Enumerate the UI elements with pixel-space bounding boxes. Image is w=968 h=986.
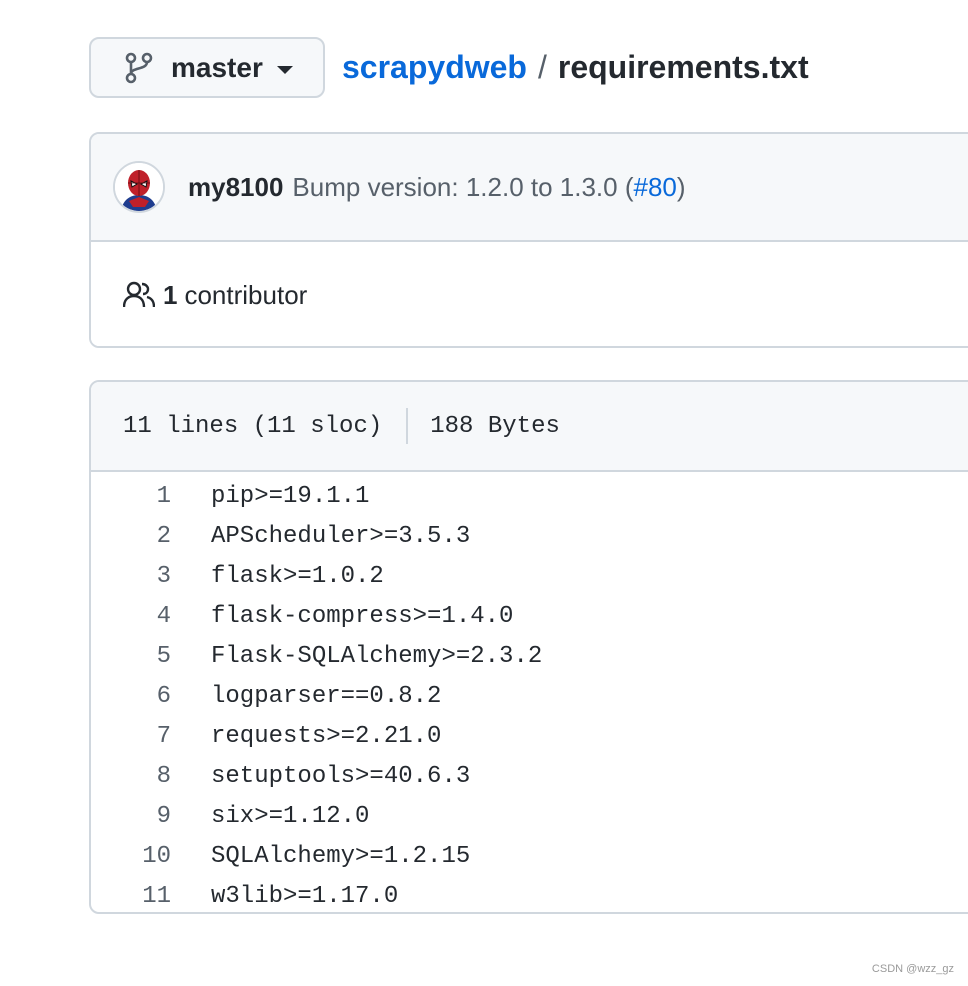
file-line-count: 11 lines (11 sloc): [123, 412, 383, 440]
latest-commit-box: my8100 Bump version: 1.2.0 to 1.3.0 (#80…: [89, 132, 968, 348]
code-line: 4 flask-compress>=1.4.0: [91, 596, 968, 636]
line-content: flask>=1.0.2: [211, 562, 384, 590]
code-line: 5 Flask-SQLAlchemy>=2.3.2: [91, 636, 968, 676]
git-branch-icon: [124, 52, 154, 84]
branch-name: master: [171, 51, 263, 83]
code-line: 9 six>=1.12.0: [91, 796, 968, 836]
breadcrumb-repo-link[interactable]: scrapydweb: [342, 49, 527, 85]
commit-author-link[interactable]: my8100: [188, 171, 284, 202]
file-size: 188 Bytes: [430, 412, 560, 440]
commit-row: my8100 Bump version: 1.2.0 to 1.3.0 (#80…: [91, 134, 968, 242]
code-body: 1 pip>=19.1.1 2 APScheduler>=3.5.3 3 flask>…: [91, 472, 968, 912]
line-content: APScheduler>=3.5.3: [211, 522, 471, 550]
line-number[interactable]: 8: [156, 762, 171, 790]
line-content: w3lib>=1.17.0: [211, 882, 399, 910]
code-line: 11 w3lib>=1.17.0: [91, 876, 968, 912]
breadcrumb: scrapydweb / requirements.txt: [342, 49, 809, 86]
file-viewer: 11 lines (11 sloc) 188 Bytes 1 pip>=19.1.…: [89, 380, 968, 914]
line-number[interactable]: 7: [156, 722, 171, 750]
line-number[interactable]: 3: [156, 562, 171, 590]
line-number[interactable]: 6: [156, 682, 171, 710]
code-line: 2 APScheduler>=3.5.3: [91, 516, 968, 556]
line-number[interactable]: 5: [156, 642, 171, 670]
code-line: 8 setuptools>=40.6.3: [91, 756, 968, 796]
file-header-divider: [406, 408, 409, 444]
line-number[interactable]: 11: [142, 882, 171, 910]
line-number[interactable]: 9: [156, 802, 171, 830]
code-line: 10 SQLAlchemy>=1.2.15: [91, 836, 968, 876]
watermark: CSDN @wzz_gz: [871, 963, 954, 975]
line-number[interactable]: 1: [156, 482, 171, 510]
line-number[interactable]: 2: [156, 522, 171, 550]
line-number[interactable]: 10: [142, 842, 171, 870]
commit-message-text: Bump version: 1.2.0 to 1.3.0 (: [292, 171, 634, 202]
commit-message[interactable]: Bump version: 1.2.0 to 1.3.0 (#80): [292, 172, 685, 203]
chevron-down-icon: [276, 65, 293, 74]
line-content: logparser==0.8.2: [211, 682, 442, 710]
line-content: requests>=2.21.0: [211, 722, 442, 750]
line-content: Flask-SQLAlchemy>=2.3.2: [211, 642, 543, 670]
people-icon: [122, 281, 156, 309]
file-header: 11 lines (11 sloc) 188 Bytes: [91, 382, 968, 472]
breadcrumb-file-name: requirements.txt: [557, 49, 809, 85]
avatar[interactable]: [113, 161, 165, 213]
line-content: SQLAlchemy>=1.2.15: [211, 842, 471, 870]
spiderman-avatar-icon: [115, 163, 163, 211]
line-number[interactable]: 4: [156, 602, 171, 630]
code-line: 6 logparser==0.8.2: [91, 676, 968, 716]
branch-select-button[interactable]: master: [89, 37, 325, 98]
line-content: setuptools>=40.6.3: [211, 762, 471, 790]
line-content: six>=1.12.0: [211, 802, 370, 830]
contributors-row: 1 contributor: [91, 242, 968, 346]
contributor-label[interactable]: contributor: [184, 279, 308, 310]
file-navigation: master scrapydweb / requirements.txt: [89, 37, 809, 98]
breadcrumb-separator: /: [537, 49, 547, 85]
code-line: 3 flask>=1.0.2: [91, 556, 968, 596]
line-content: pip>=19.1.1: [211, 482, 370, 510]
commit-pr-link[interactable]: #80: [633, 171, 677, 202]
contributor-count: 1: [163, 279, 178, 310]
line-content: flask-compress>=1.4.0: [211, 602, 514, 630]
code-line: 7 requests>=2.21.0: [91, 716, 968, 756]
commit-message-suffix: ): [676, 171, 686, 202]
code-line: 1 pip>=19.1.1: [91, 476, 968, 516]
